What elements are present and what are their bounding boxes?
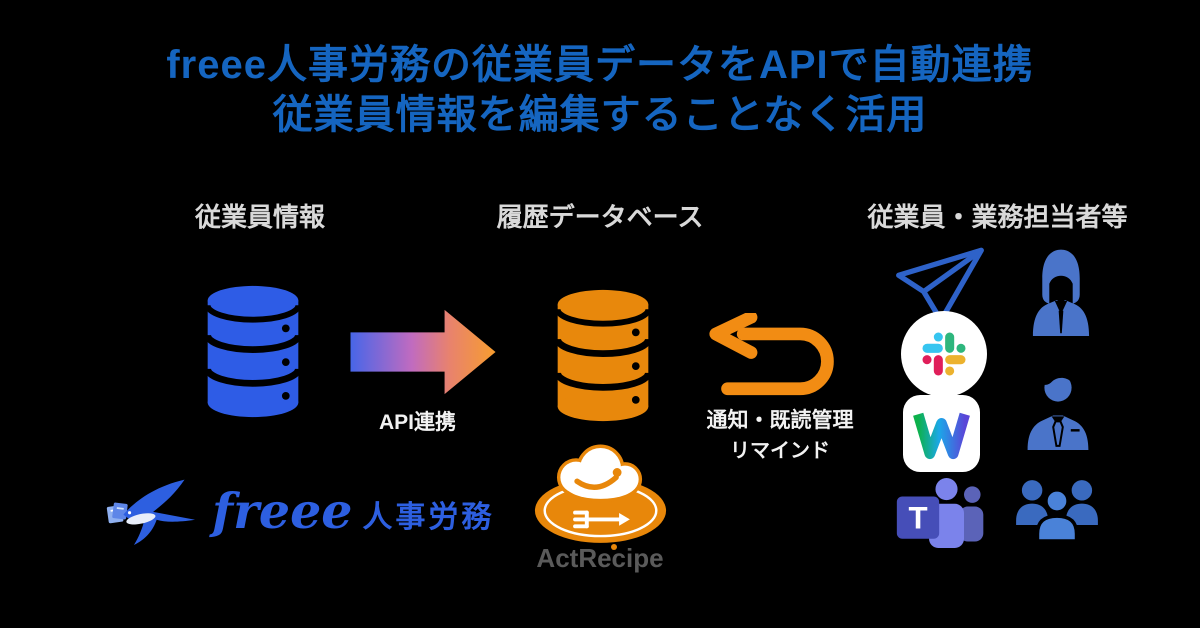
title-line-2: 従業員情報を編集することなく活用 (272, 93, 928, 137)
freee-product-name: 人事労務 (362, 501, 495, 534)
freee-bird-icon (106, 476, 202, 546)
businesswoman-icon (1022, 246, 1100, 336)
u-turn-arrow-icon (706, 313, 848, 397)
employee-database-icon (204, 284, 302, 419)
title-line-1: freee人事労務の従業員データをAPIで自動連携 (166, 43, 1034, 87)
freee-wordmark: freee (212, 481, 353, 540)
api-flow-label: API連携 (378, 411, 456, 434)
freee-logo: freee 人事労務 (106, 476, 494, 546)
recipients-section-label: 従業員・業務担当者等 (867, 202, 1128, 232)
source-section-label: 従業員情報 (194, 202, 325, 232)
workplace-logo-icon (903, 395, 980, 472)
database-section-label: 履歴データベース (496, 202, 704, 232)
page-title: freee人事労務の従業員データをAPIで自動連携 従業員情報を編集することなく… (0, 40, 1200, 140)
notify-flow-label: 通知・既読管理 リマインド (700, 404, 860, 463)
actrecipe-i-dot (611, 544, 617, 550)
actrecipe-name: ActRecipe (536, 543, 664, 573)
teams-logo-icon: T (895, 476, 987, 550)
teams-letter: T (908, 501, 927, 536)
notify-label-line-2: リマインド (730, 440, 830, 462)
notify-label-line-1: 通知・既読管理 (706, 409, 854, 432)
businessman-icon (1018, 368, 1098, 450)
history-database-icon (554, 288, 652, 423)
actrecipe-logo-icon (532, 442, 669, 544)
slack-logo-icon (901, 311, 987, 397)
people-group-icon (1012, 477, 1102, 541)
api-flow-arrow-icon (350, 303, 498, 401)
